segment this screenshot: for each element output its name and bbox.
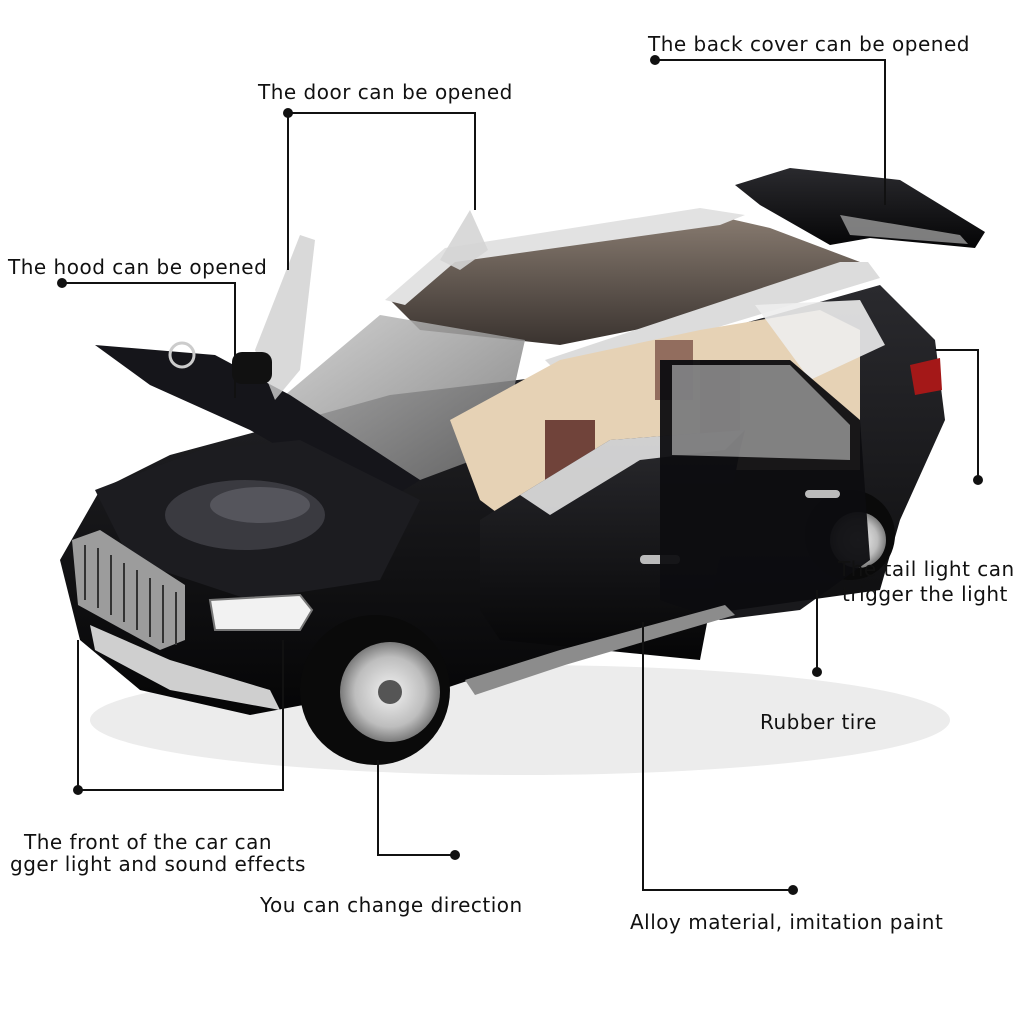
rear-window bbox=[755, 300, 885, 380]
front-grille bbox=[72, 530, 185, 650]
callout-dot bbox=[650, 55, 660, 65]
back-cover-leader bbox=[655, 59, 886, 205]
callout-dots bbox=[57, 55, 983, 895]
tail-light bbox=[910, 358, 942, 395]
label-alloy: Alloy material, imitation paint bbox=[630, 910, 944, 934]
label-hood: The hood can be opened bbox=[8, 255, 268, 279]
direction-leader bbox=[377, 760, 455, 856]
label-front-2: gger light and sound effects bbox=[10, 852, 306, 876]
callout-dot bbox=[450, 850, 460, 860]
callout-dot bbox=[788, 885, 798, 895]
tail-light-leader bbox=[935, 349, 979, 480]
side-mirror bbox=[232, 352, 272, 384]
roof-rail bbox=[385, 208, 745, 305]
front-leader bbox=[77, 640, 284, 791]
headlight bbox=[208, 593, 314, 631]
open-tailgate bbox=[735, 168, 985, 248]
hood-leader bbox=[62, 282, 236, 398]
toy-car bbox=[60, 168, 985, 765]
label-front-1: The front of the car can bbox=[24, 830, 273, 854]
label-back-cover: The back cover can be opened bbox=[648, 32, 970, 56]
label-direction: You can change direction bbox=[260, 893, 523, 917]
callout-dot bbox=[57, 278, 67, 288]
callout-dot bbox=[283, 108, 293, 118]
callout-dot bbox=[973, 475, 983, 485]
alloy-leader bbox=[642, 622, 793, 891]
callout-dot bbox=[812, 667, 822, 677]
label-tail-light-2: trigger the light bbox=[842, 582, 1008, 606]
callout-lines bbox=[62, 59, 979, 891]
label-rubber-tire: Rubber tire bbox=[760, 710, 877, 734]
label-door: The door can be opened bbox=[258, 80, 513, 104]
label-tail-light-1: The tail light can bbox=[838, 557, 1015, 581]
door-leader bbox=[288, 112, 476, 210]
callout-dot bbox=[73, 785, 83, 795]
